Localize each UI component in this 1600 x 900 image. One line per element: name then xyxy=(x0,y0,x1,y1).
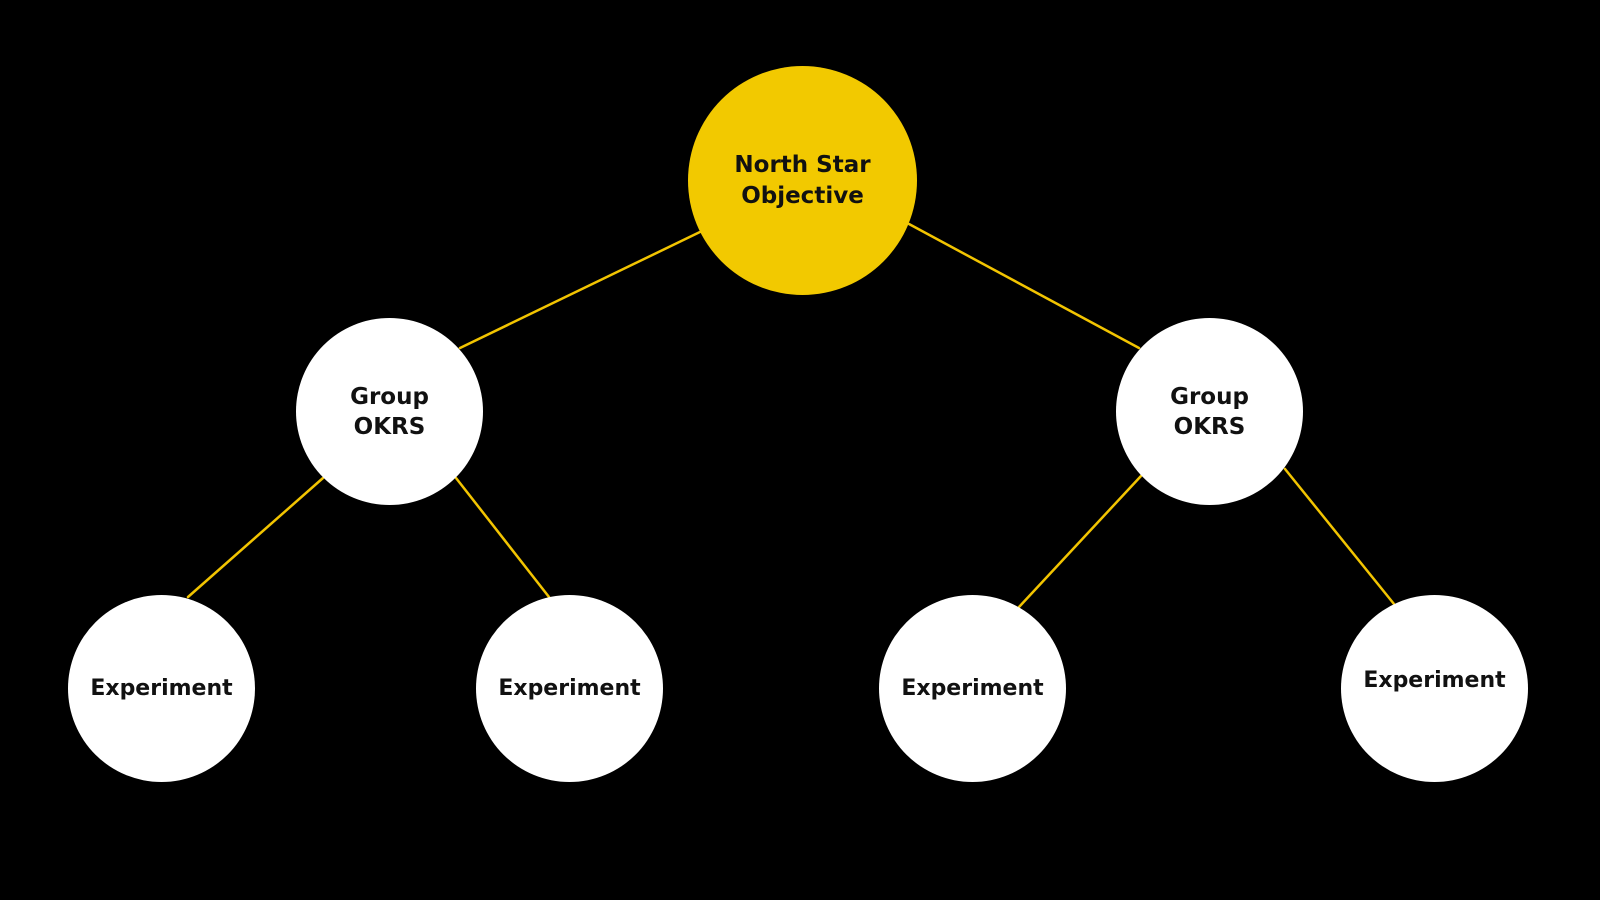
experiment-node-4-label: Experiment xyxy=(1363,667,1506,693)
connector-group-right-to-experiment-4 xyxy=(1283,467,1396,606)
group-okrs-left-label-line1: Group xyxy=(350,383,429,410)
experiment-node-2: Experiment xyxy=(476,595,663,782)
experiment-node-2-label: Experiment xyxy=(498,675,641,701)
experiment-node-1-label: Experiment xyxy=(90,675,233,701)
north-star-objective-label-line2: Objective xyxy=(741,182,864,209)
north-star-objective-node: North Star Objective xyxy=(688,66,917,295)
group-okrs-node-right: Group OKRS xyxy=(1116,318,1303,505)
experiment-node-4: Experiment xyxy=(1341,595,1528,782)
connector-root-to-group-right xyxy=(907,222,1141,350)
experiment-node-1: Experiment xyxy=(68,595,255,782)
connector-root-to-group-left xyxy=(458,229,704,350)
experiment-node-3: Experiment xyxy=(879,595,1066,782)
connector-group-left-to-experiment-1 xyxy=(186,476,325,599)
group-okrs-right-label-line2: OKRS xyxy=(1173,413,1246,440)
group-okrs-right-label-line1: Group xyxy=(1170,383,1249,410)
group-okrs-node-left: Group OKRS xyxy=(296,318,483,505)
experiment-node-3-label: Experiment xyxy=(901,675,1044,701)
connector-group-right-to-experiment-3 xyxy=(1017,474,1143,609)
north-star-objective-label-line1: North Star xyxy=(734,151,871,178)
connector-group-left-to-experiment-2 xyxy=(454,476,551,599)
group-okrs-left-label-line2: OKRS xyxy=(353,413,426,440)
